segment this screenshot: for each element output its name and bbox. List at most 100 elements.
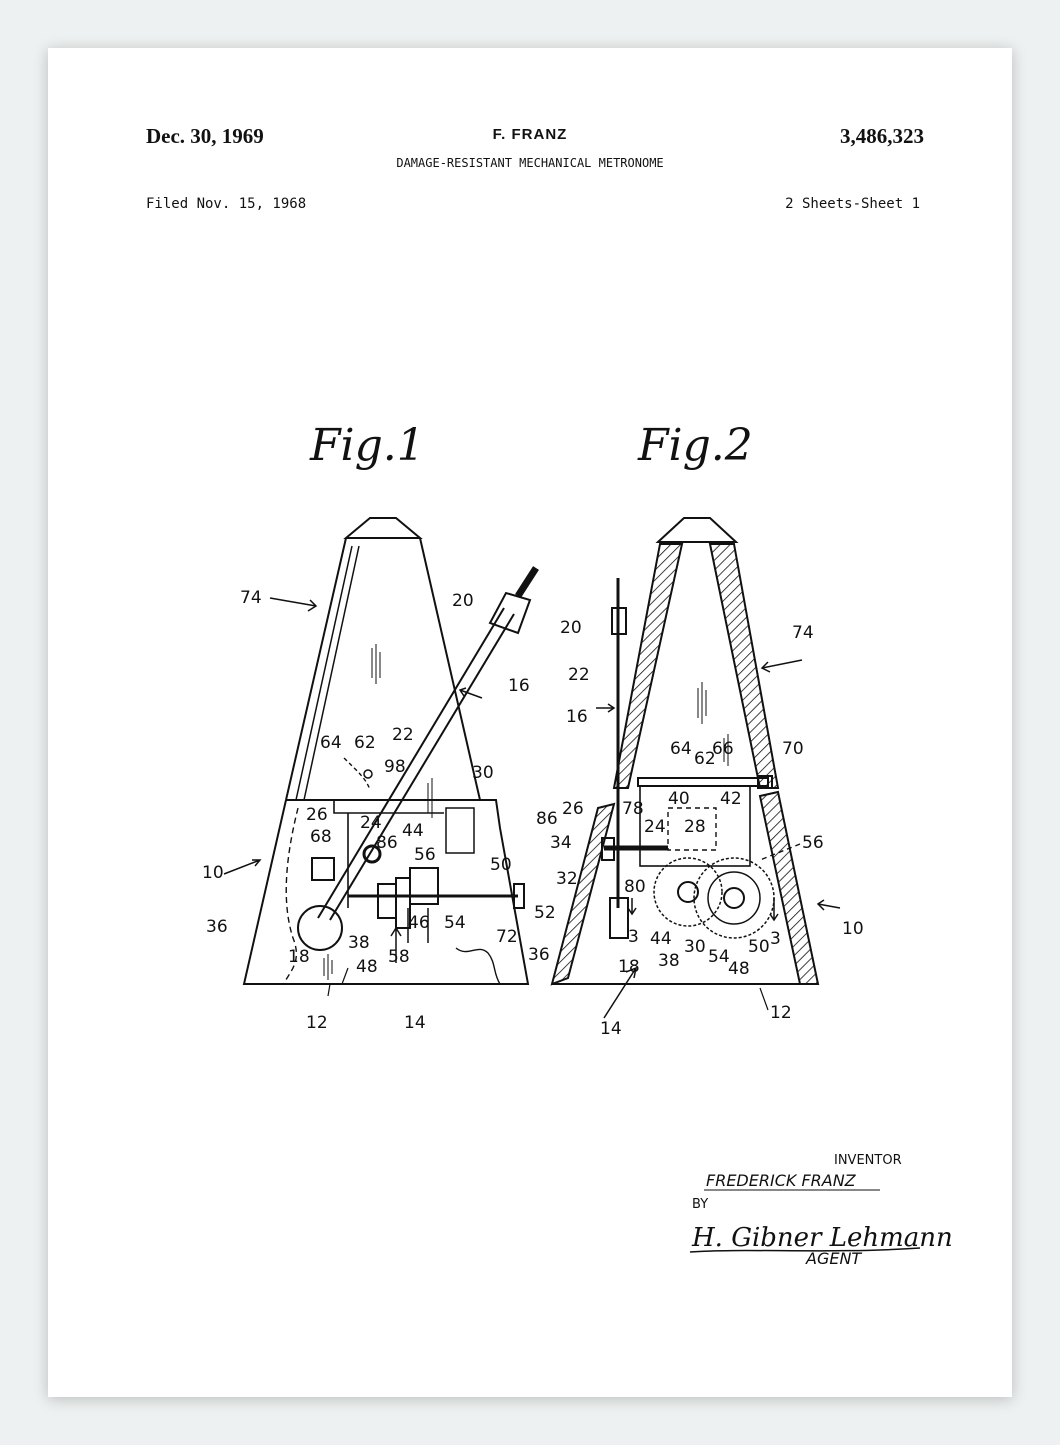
- fig2-crossbar: [637, 777, 769, 787]
- fig1-ref-72: 72: [496, 927, 518, 947]
- fig2-ref-78: 78: [622, 799, 644, 819]
- signature-block: INVENTOR FREDERICK FRANZ BY H. Gibner Le…: [689, 1153, 953, 1268]
- figure-1: Fig.1: [202, 420, 556, 1033]
- fig2-pendulum-bob: [609, 897, 629, 939]
- fig1-ref-16: 16: [508, 676, 530, 696]
- fig1-ref-14: 14: [404, 1013, 426, 1033]
- fig1-ref-86: 86: [376, 833, 398, 853]
- patent-date: Dec. 30, 1969: [146, 124, 264, 148]
- fig2-ref-42: 42: [720, 789, 742, 809]
- fig1-ref-68: 68: [310, 827, 332, 847]
- fig1-gear-c: [409, 867, 439, 905]
- fig1-ref-62: 62: [354, 733, 376, 753]
- fig2-top-cap: [655, 517, 739, 543]
- inventor-name: FREDERICK FRANZ: [706, 1171, 857, 1190]
- fig1-ref-22: 22: [392, 725, 414, 745]
- patent-title: DAMAGE-RESISTANT MECHANICAL METRONOME: [396, 156, 664, 170]
- fig2-arrow-16: [596, 703, 616, 713]
- fig1-leader-12: [327, 967, 349, 997]
- fig1-ref-46: 46: [408, 913, 430, 933]
- fig1-pivot: [362, 844, 382, 864]
- inventor-short-name: F. FRANZ: [492, 126, 568, 143]
- fig2-ref-3a: 3: [628, 927, 639, 947]
- fig2-ref-62: 62: [694, 749, 716, 769]
- fig2-escape-wheel: [653, 857, 723, 927]
- fig2-ref-34: 34: [550, 833, 572, 853]
- fig2-main-wheel: [693, 857, 775, 939]
- fig2-ref-38: 38: [658, 951, 680, 971]
- fig2-ref-16: 16: [566, 707, 588, 727]
- fig2-main-hub: [723, 887, 745, 909]
- figure-2-label: Fig.2: [637, 420, 753, 471]
- fig2-ref-10: 10: [842, 919, 864, 939]
- fig2-ref-24: 24: [644, 817, 666, 837]
- fig1-key-52: [513, 883, 525, 909]
- fig1-arrow-10: [223, 859, 262, 875]
- fig2-ref-74: 74: [792, 623, 814, 643]
- sheet-count: 2 Sheets-Sheet 1: [785, 196, 920, 212]
- fig2-section-arrow-right: [769, 898, 779, 922]
- fig1-shading: [323, 644, 433, 980]
- patent-sheet: Dec. 30, 1969 F. FRANZ 3,486,323 DAMAGE-…: [48, 48, 1012, 1397]
- fig1-ref-30: 30: [472, 763, 494, 783]
- fig2-ref-64: 64: [670, 739, 692, 759]
- fig2-main-wheel-inner: [707, 871, 761, 925]
- filed-date: Filed Nov. 15, 1968: [146, 196, 307, 212]
- fig1-pendulum-bob: [297, 905, 343, 951]
- fig2-ref-26: 26: [562, 799, 584, 819]
- fig1-gear-shafts: [407, 908, 429, 943]
- fig2-ref-70: 70: [782, 739, 804, 759]
- fig1-block-68: [311, 857, 335, 881]
- fig1-bracket: [445, 807, 475, 854]
- fig2-ref-54: 54: [708, 947, 730, 967]
- fig2-shading: [697, 682, 729, 766]
- fig2-ref-50: 50: [748, 937, 770, 957]
- fig2-ref-32: 32: [556, 869, 578, 889]
- figure-1-label: Fig.1: [309, 420, 425, 471]
- fig1-arrow-16: [458, 687, 483, 699]
- fig2-ref-22: 22: [568, 665, 590, 685]
- fig2-ref-44: 44: [650, 929, 672, 949]
- fig1-ref-12: 12: [306, 1013, 328, 1033]
- fig2-arrow-14: [603, 966, 638, 1019]
- fig2-leader-12: [759, 987, 769, 1011]
- fig2-ref-28: 28: [684, 817, 706, 837]
- fig2-ref-14: 14: [600, 1019, 622, 1039]
- fig1-lead-64: [343, 757, 371, 791]
- fig2-ref-18: 18: [618, 957, 640, 977]
- fig1-ref-48: 48: [356, 957, 378, 977]
- fig1-cover-outline: [285, 537, 481, 801]
- fig2-arrow-10: [816, 899, 841, 911]
- fig1-ref-10: 10: [202, 863, 224, 883]
- by-label: BY: [692, 1197, 708, 1212]
- fig2-arrow-74: [760, 659, 803, 673]
- fig2-escape-hub: [677, 881, 699, 903]
- fig1-break-line-2: [455, 947, 501, 985]
- fig1-break-line: [283, 807, 299, 985]
- fig2-ref-40: 40: [668, 789, 690, 809]
- fig1-ref-38: 38: [348, 933, 370, 953]
- fig2-right-wall: [708, 543, 780, 789]
- fig1-ref-20: 20: [452, 591, 474, 611]
- fig2-ref-12: 12: [770, 1003, 792, 1023]
- fig1-cover-edge: [295, 545, 360, 801]
- fig1-ref-56: 56: [414, 845, 436, 865]
- fig1-ref-18: 18: [288, 947, 310, 967]
- fig2-hub-86: [601, 837, 615, 861]
- fig2-ref-36: 36: [528, 945, 550, 965]
- inventor-label: INVENTOR: [834, 1153, 902, 1168]
- fig1-arrow-14: [390, 926, 402, 963]
- fig2-movement-frame: [639, 785, 751, 867]
- fig2-sliding-weight: [611, 607, 627, 635]
- fig1-ref-26: 26: [306, 805, 328, 825]
- fig1-rod-tip: [515, 566, 539, 598]
- fig1-ref-36: 36: [206, 917, 228, 937]
- agent-label: AGENT: [805, 1249, 862, 1268]
- patent-drawing: Fig.1: [202, 420, 953, 1268]
- fig1-ref-98: 98: [384, 757, 406, 777]
- fig1-ref-64: 64: [320, 733, 342, 753]
- fig1-ref-52: 52: [534, 903, 556, 923]
- fig2-ref-48: 48: [728, 959, 750, 979]
- fig2-ref-20: 20: [560, 618, 582, 638]
- fig2-ref-30: 30: [684, 937, 706, 957]
